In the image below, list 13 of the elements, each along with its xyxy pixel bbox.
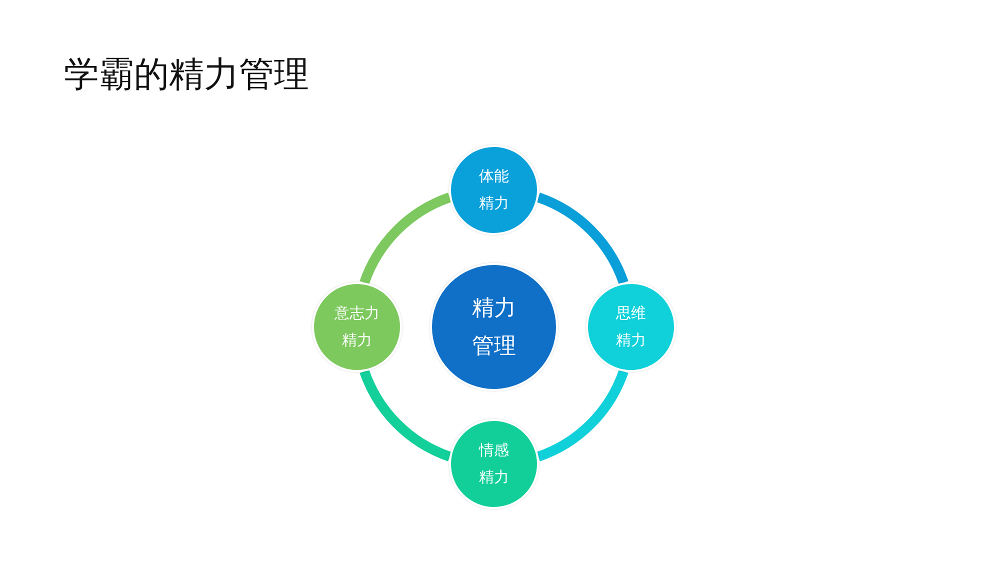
node-label: 精力: [342, 333, 372, 348]
node-label: 精力: [479, 470, 509, 485]
node-label: 精力: [479, 196, 509, 211]
node-label: 精力: [616, 333, 646, 348]
node-label: 意志力: [334, 306, 380, 321]
node-label: 情感: [479, 443, 509, 458]
node-label: 思维: [616, 306, 646, 321]
title: 学霸的精力管理: [64, 57, 309, 92]
node-label: 精力: [472, 297, 516, 319]
ring-arc-connector: [360, 370, 452, 462]
node-label: 管理: [472, 335, 516, 357]
node-label: 体能: [479, 169, 509, 184]
ring-arc-connector: [360, 192, 452, 284]
